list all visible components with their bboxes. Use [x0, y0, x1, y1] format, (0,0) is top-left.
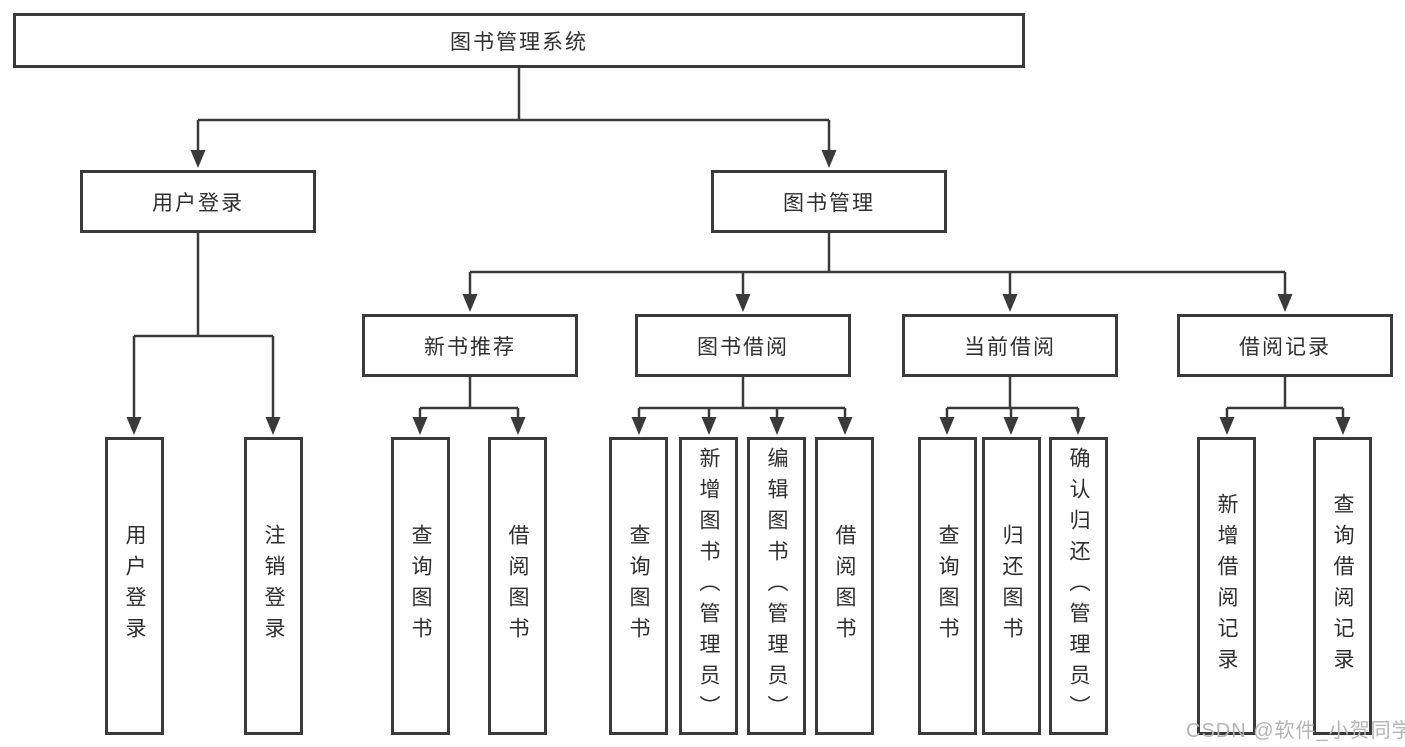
- leaf-borrowing-add-books-admin: 新增图书（管理员）: [679, 437, 738, 735]
- arrowhead: [1003, 417, 1019, 435]
- connector-book-management-to-level3: [468, 233, 1287, 295]
- leaf-borrowing-query-books: 查询图书: [609, 437, 668, 735]
- arrowhead: [265, 417, 281, 435]
- leaf-current-return-books: 归还图书: [982, 437, 1041, 735]
- arrowhead: [701, 417, 717, 435]
- leaf-new-books-query-books: 查询图书: [391, 437, 450, 735]
- leaf-user-login: 用户登录: [105, 437, 164, 735]
- leaf-current-confirm-return-admin: 确认归还（管理员）: [1049, 437, 1108, 735]
- node-new-book-recommend: 新书推荐: [362, 314, 578, 377]
- node-book-borrowing: 图书借阅: [635, 314, 851, 377]
- connector-borrow-records-to-leaves: [1225, 377, 1345, 418]
- csdn-watermark: CSDN @软件_小贺同学: [1186, 720, 1405, 742]
- arrowhead: [837, 417, 853, 435]
- connector-root-to-level2: [196, 68, 831, 151]
- arrowhead: [939, 417, 955, 435]
- node-current-borrowing: 当前借阅: [902, 314, 1118, 377]
- arrowheads: [126, 150, 1351, 435]
- arrowhead: [462, 294, 478, 312]
- node-book-management-branch: 图书管理: [711, 170, 947, 233]
- leaf-new-books-borrow-books: 借阅图书: [488, 437, 547, 735]
- arrowhead: [412, 417, 428, 435]
- arrowhead: [1219, 417, 1235, 435]
- arrowhead: [821, 150, 837, 168]
- arrowhead: [735, 294, 751, 312]
- arrowhead: [631, 417, 647, 435]
- arrowhead: [1002, 294, 1018, 312]
- node-borrow-records: 借阅记录: [1177, 314, 1393, 377]
- arrowhead: [1277, 294, 1293, 312]
- arrowhead: [126, 417, 142, 435]
- arrowhead: [190, 150, 206, 168]
- leaf-records-add-borrow-record: 新增借阅记录: [1197, 437, 1256, 735]
- connector-user-login-to-leaves: [132, 233, 275, 418]
- connector-new-book-recommend-to-leaves: [418, 377, 520, 418]
- arrowhead: [1070, 417, 1086, 435]
- leaf-current-query-books: 查询图书: [918, 437, 977, 735]
- arrowhead: [1335, 417, 1351, 435]
- leaf-borrowing-edit-books-admin: 编辑图书（管理员）: [747, 437, 806, 735]
- arrowhead: [769, 417, 785, 435]
- connector-current-borrowing-to-leaves: [945, 377, 1080, 418]
- arrowhead: [510, 417, 526, 435]
- connector-book-borrowing-to-leaves: [637, 377, 847, 418]
- node-user-login-branch: 用户登录: [80, 170, 316, 233]
- leaf-logout: 注销登录: [244, 437, 303, 735]
- leaf-records-query-borrow-record: 查询借阅记录: [1313, 437, 1372, 735]
- node-root-library-management-system: 图书管理系统: [13, 13, 1025, 68]
- leaf-borrowing-borrow-books: 借阅图书: [815, 437, 874, 735]
